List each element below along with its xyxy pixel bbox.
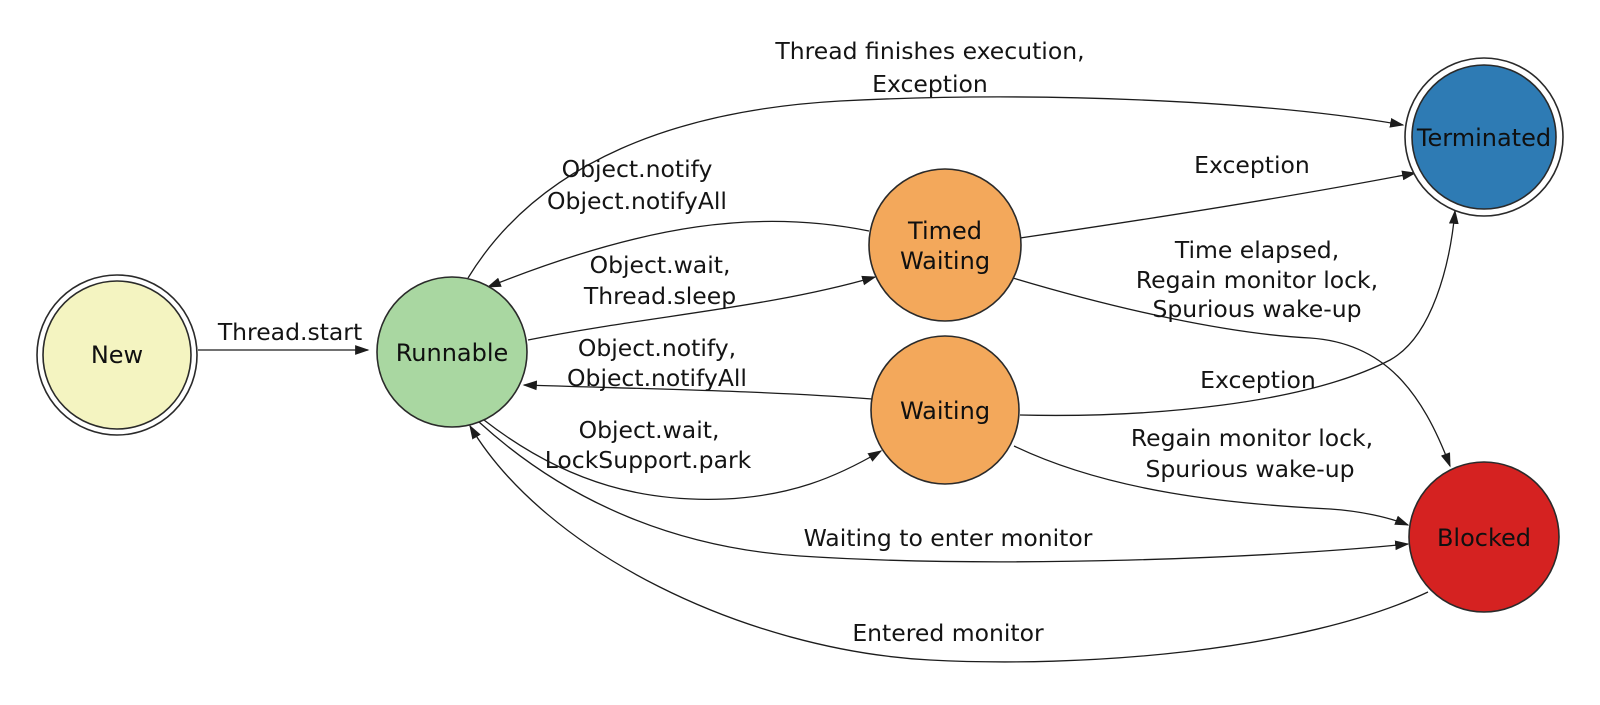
edge-waiting-to-blocked xyxy=(1013,445,1410,526)
edge-timed-waiting-to-terminated xyxy=(1019,170,1417,239)
edge-label-wait-sleep-line2: Thread.sleep xyxy=(583,282,736,310)
edge-runnable-to-blocked xyxy=(478,421,1410,563)
edge-label-notify-line2: Object.notifyAll xyxy=(547,187,727,215)
edge-runnable-to-terminated xyxy=(467,96,1405,279)
node-runnable-circle xyxy=(376,276,528,428)
node-timed-waiting-circle xyxy=(868,168,1022,322)
edge-label-regain-line1: Regain monitor lock, xyxy=(1131,424,1373,452)
edge-labels: Thread.start Thread finishes execution, … xyxy=(217,37,1378,647)
node-blocked-circle xyxy=(1408,461,1560,613)
edge-label-wait-sleep-line1: Object.wait, xyxy=(590,251,731,279)
edge-label-time-elapsed-line2: Regain monitor lock, xyxy=(1136,266,1378,294)
node-waiting: Waiting xyxy=(870,335,1020,485)
edge-runnable-to-waiting xyxy=(483,419,883,500)
edge-label-notify2-line1: Object.notify, xyxy=(578,334,736,362)
edge-label-thread-start: Thread.start xyxy=(217,318,362,346)
node-timed-waiting-label-line1: Timed xyxy=(907,217,982,245)
node-runnable-label: Runnable xyxy=(396,339,509,367)
edge-label-notify2-line2: Object.notifyAll xyxy=(567,364,747,392)
edge-label-regain-line2: Spurious wake-up xyxy=(1145,455,1354,483)
edge-label-exception-timed: Exception xyxy=(1194,151,1310,179)
edge-waiting-to-terminated xyxy=(1019,209,1459,417)
node-runnable: Runnable xyxy=(376,276,528,428)
node-new: New xyxy=(36,274,198,436)
edge-label-wait-park-line2: LockSupport.park xyxy=(545,446,752,474)
edge-label-wait-park-line1: Object.wait, xyxy=(579,416,720,444)
node-terminated-circle xyxy=(1411,64,1557,210)
node-blocked: Blocked xyxy=(1408,461,1560,613)
edge-label-thread-finishes-line1: Thread finishes execution, xyxy=(774,37,1084,65)
node-timed-waiting: Timed Waiting xyxy=(868,168,1022,322)
node-timed-waiting-label-line2: Waiting xyxy=(900,247,990,275)
node-terminated-label: Terminated xyxy=(1416,124,1551,152)
edge-label-time-elapsed-line3: Spurious wake-up xyxy=(1152,295,1361,323)
node-waiting-circle xyxy=(870,335,1020,485)
node-blocked-label: Blocked xyxy=(1437,524,1531,552)
node-new-circle xyxy=(42,280,192,430)
edge-label-waiting-to-enter-monitor: Waiting to enter monitor xyxy=(804,524,1093,552)
nodes: New Runnable Timed Waiting Waiting Termi… xyxy=(36,57,1564,613)
edge-blocked-to-runnable xyxy=(469,424,1429,663)
edge-timed-waiting-to-runnable xyxy=(486,220,870,288)
edges xyxy=(198,96,1459,663)
edge-timed-waiting-to-blocked xyxy=(1012,277,1451,468)
node-terminated: Terminated xyxy=(1404,57,1564,217)
edge-label-notify-line1: Object.notify xyxy=(562,155,713,183)
edge-waiting-to-runnable xyxy=(522,380,873,400)
edge-label-thread-finishes-line2: Exception xyxy=(872,70,988,98)
edge-label-time-elapsed-line1: Time elapsed, xyxy=(1174,236,1339,264)
edge-runnable-to-timed-waiting xyxy=(527,275,877,341)
edge-label-exception-waiting: Exception xyxy=(1200,366,1316,394)
edge-label-entered-monitor: Entered monitor xyxy=(852,619,1044,647)
node-new-label: New xyxy=(91,341,143,369)
node-waiting-label: Waiting xyxy=(900,397,990,425)
